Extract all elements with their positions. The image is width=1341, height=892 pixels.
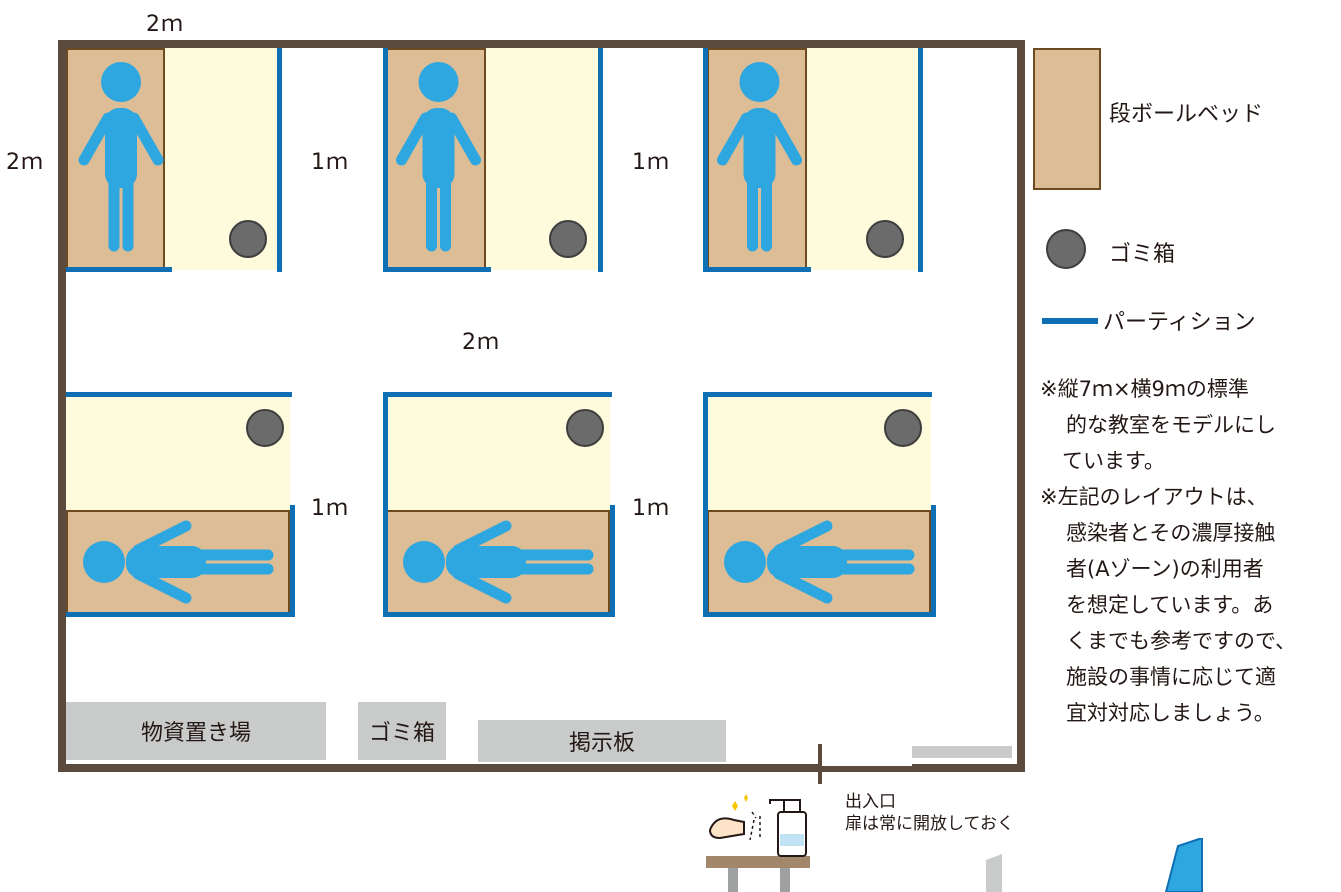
- trash-bin-icon-top-1: [229, 220, 267, 258]
- legend-bed-label: 段ボールベッド: [1109, 102, 1264, 127]
- partition-bottom-3-bottom: [703, 612, 936, 617]
- note-line: ※縦7ｍ×横9ｍの標準: [1040, 377, 1249, 401]
- partition-bottom-1-bottom: [66, 612, 295, 617]
- hand-sanitizer-icon: [706, 794, 810, 892]
- partition-top-1-bottom: [66, 267, 172, 272]
- partition-top-2-bottom: [383, 267, 491, 272]
- dimension-gap-1: 1ｍ: [311, 150, 349, 175]
- partition-bottom-2-bottom: [383, 612, 615, 617]
- person-icon-bottom-3: [724, 520, 915, 604]
- partition-bottom-1-right: [290, 505, 295, 617]
- partition-bottom-2-top: [383, 392, 612, 397]
- note-line: 感染者とその濃厚接触: [1066, 521, 1276, 545]
- person-icon-bottom-2: [403, 520, 594, 604]
- note-line: ※左記のレイアウトは、: [1040, 485, 1268, 509]
- legend-partition-swatch: [1042, 318, 1098, 324]
- dimension-bed-length: 2ｍ: [6, 150, 44, 175]
- person-icon-bottom-1: [83, 520, 274, 604]
- person-icon-top-2: [396, 62, 481, 252]
- trash-bin-icon-bottom-2: [566, 409, 604, 447]
- door-frame: [818, 744, 822, 784]
- partition-bottom-3-left: [703, 392, 708, 617]
- partition-top-3-right: [918, 48, 923, 272]
- entrance-note: 扉は常に開放しておく: [845, 814, 1014, 834]
- dimension-gap-4: 1ｍ: [632, 496, 670, 521]
- partition-bottom-1-top: [66, 392, 292, 397]
- trash-bin-icon-bottom-3: [884, 409, 922, 447]
- fixture-corner: [912, 746, 1012, 758]
- desk-object: [986, 838, 1203, 892]
- note-line: 施設の事情に応じて適: [1066, 665, 1276, 689]
- partition-bottom-2-right: [610, 505, 615, 617]
- trash-bin-icon-bottom-1: [246, 409, 284, 447]
- note-line: 的な教室をモデルにし: [1066, 413, 1276, 437]
- partition-top-2-right: [598, 48, 603, 272]
- person-icon-top-1: [78, 62, 164, 252]
- trash-bin-icon-top-2: [549, 220, 587, 258]
- partition-top-3-bottom: [703, 267, 811, 272]
- note-line: ています。: [1062, 449, 1165, 473]
- bulletin-board: 掲示板: [478, 720, 726, 762]
- note-line: 宜対対応しましょう。: [1066, 701, 1275, 725]
- entrance-opening: [822, 756, 912, 766]
- supplies-area: 物資置き場: [66, 702, 326, 760]
- trash-bin-area: ゴミ箱: [358, 702, 446, 760]
- partition-top-2-left: [383, 48, 388, 272]
- note-line: を想定しています。あ: [1066, 593, 1274, 617]
- dimension-gap-2: 1ｍ: [632, 150, 670, 175]
- legend-trash-label: ゴミ箱: [1109, 242, 1176, 267]
- notes-block: ※縦7ｍ×横9ｍの標準 的な教室をモデルにし ています。 ※左記のレイアウトは、…: [1040, 371, 1296, 731]
- person-icon-top-3: [717, 62, 802, 252]
- dimension-gap-3: 1ｍ: [311, 496, 349, 521]
- legend-partition-label: パーティション: [1103, 310, 1256, 335]
- note-line: 者(Aゾーン)の利用者: [1066, 557, 1264, 581]
- dimension-top-width: 2ｍ: [146, 12, 184, 37]
- partition-top-3-left: [703, 48, 708, 272]
- partition-top-1-right: [277, 48, 282, 272]
- dimension-aisle: 2ｍ: [462, 330, 500, 355]
- note-line: くまでも参考ですので、: [1066, 629, 1297, 653]
- trash-bin-icon-top-3: [866, 220, 904, 258]
- legend-trash-bin-icon: [1046, 229, 1086, 269]
- partition-bottom-3-top: [703, 392, 932, 397]
- legend-bed-swatch: [1033, 48, 1101, 190]
- partition-bottom-3-right: [931, 505, 936, 617]
- entrance-label: 出入口: [845, 792, 896, 812]
- partition-bottom-2-left: [383, 392, 388, 617]
